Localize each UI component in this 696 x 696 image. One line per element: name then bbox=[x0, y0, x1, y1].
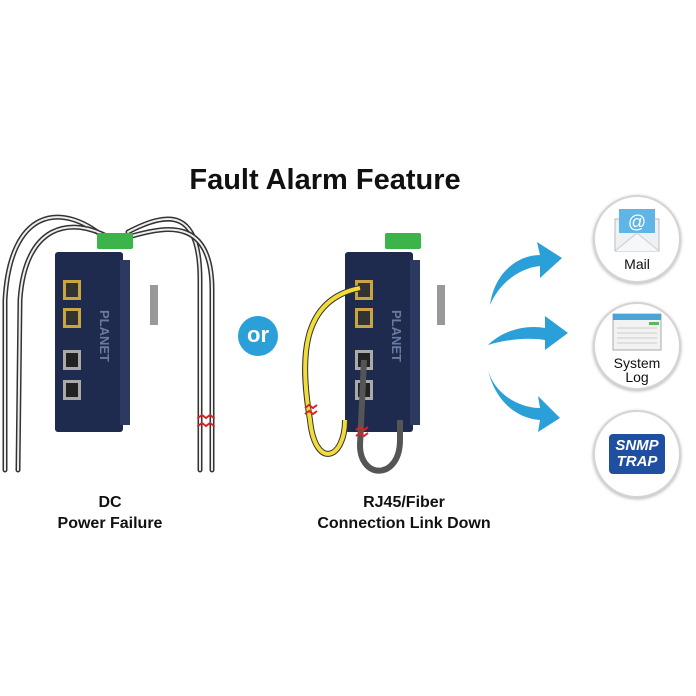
page-title: Fault Alarm Feature bbox=[189, 164, 461, 196]
dc-power-failure-caption: DC Power Failure bbox=[30, 492, 190, 534]
rj45-cable bbox=[356, 359, 403, 474]
arrow-to-snmp bbox=[488, 370, 560, 432]
caption-line: Connection Link Down bbox=[317, 515, 491, 532]
terminal-block bbox=[97, 233, 133, 249]
trap-label: TRAP bbox=[616, 453, 658, 470]
arrows bbox=[488, 242, 568, 432]
svg-text:PLANET: PLANET bbox=[389, 310, 404, 362]
caption-line: DC bbox=[98, 494, 122, 511]
planet-logo: PLANET bbox=[97, 310, 112, 362]
right-switch: PLANET bbox=[302, 233, 445, 474]
svg-text:@: @ bbox=[628, 212, 646, 232]
snmp-trap-icon: SNMP TRAP bbox=[609, 434, 665, 474]
log-label: Log bbox=[625, 369, 649, 385]
system-label: System bbox=[613, 355, 661, 371]
link-down-caption: RJ45/Fiber Connection Link Down bbox=[294, 492, 514, 534]
fiber-cable bbox=[303, 286, 361, 456]
caption-line: Power Failure bbox=[57, 515, 163, 532]
power-cables bbox=[2, 214, 215, 473]
system-log-icon bbox=[612, 313, 662, 351]
arrow-to-mail bbox=[490, 242, 562, 305]
mail-label: Mail bbox=[624, 256, 650, 272]
system-log-badge: System Log bbox=[593, 302, 681, 390]
snmp-label: SNMP bbox=[615, 437, 659, 454]
or-badge: or bbox=[238, 316, 278, 356]
arrow-to-log bbox=[488, 316, 568, 350]
left-switch: PLANET bbox=[55, 233, 158, 432]
caption-line: RJ45/Fiber bbox=[363, 494, 445, 511]
mail-badge: @ Mail bbox=[593, 195, 681, 283]
snmp-trap-badge: SNMP TRAP bbox=[593, 410, 681, 498]
mail-icon: @ bbox=[614, 209, 660, 252]
